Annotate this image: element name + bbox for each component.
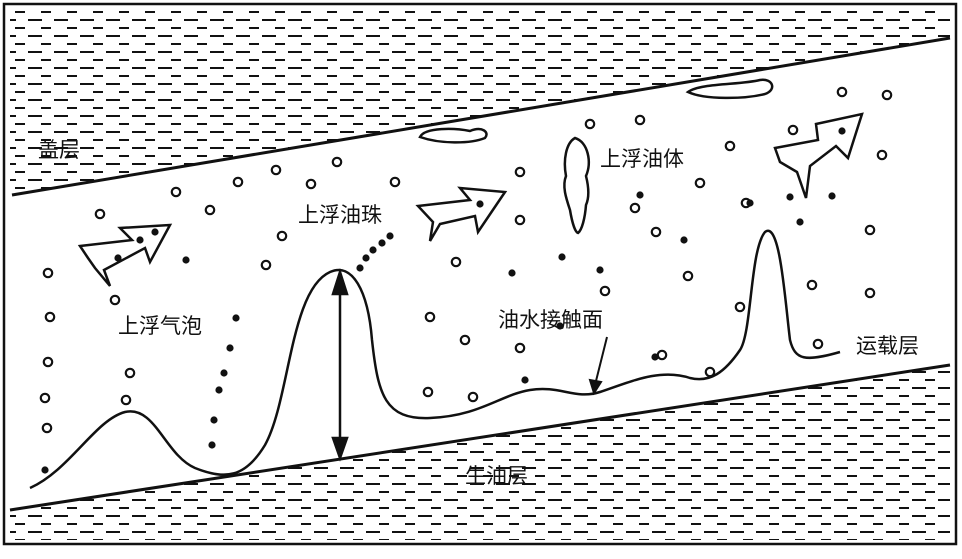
rising-oil-body-shape <box>563 136 590 235</box>
oil-droplet <box>362 254 370 262</box>
label-source-rock: 生油层 <box>465 464 528 488</box>
label-carrier-bed: 运载层 <box>856 334 919 358</box>
oil-droplet <box>41 466 49 474</box>
oil-lens <box>685 78 774 100</box>
gas-bubble <box>42 356 54 368</box>
gas-bubble <box>459 334 471 346</box>
oil-droplet <box>636 191 644 199</box>
gas-bubble <box>634 114 646 126</box>
gas-bubble <box>656 349 668 361</box>
oil-droplet <box>220 369 228 377</box>
gas-bubble <box>270 164 282 176</box>
oil-droplet <box>680 236 688 244</box>
gas-bubble <box>812 338 824 350</box>
gas-bubble <box>109 294 121 306</box>
diagram-frame <box>2 2 958 546</box>
contact-pointer-arrow <box>588 336 608 396</box>
gas-bubble <box>331 156 343 168</box>
gas-bubble <box>39 392 51 404</box>
carrier-bed-layer <box>10 38 950 510</box>
oil-droplet <box>746 199 754 207</box>
gas-bubble <box>864 224 876 236</box>
oil-droplet <box>558 253 566 261</box>
oil-droplet <box>508 269 516 277</box>
oil-droplet <box>651 353 659 361</box>
gas-bubble <box>41 422 53 434</box>
carrier-bed-bottom-boundary <box>9 363 951 512</box>
bubbles-and-droplets <box>39 86 893 474</box>
oil-droplet <box>369 246 377 254</box>
gas-bubble <box>704 366 716 378</box>
gas-bubble <box>94 208 106 220</box>
oil-droplet <box>215 386 223 394</box>
oil-droplet <box>521 376 529 384</box>
gas-bubble <box>170 186 182 198</box>
gas-bubble <box>876 149 888 161</box>
oil-lens <box>418 127 488 144</box>
gas-bubble <box>44 311 56 323</box>
oil-droplet <box>182 256 190 264</box>
label-rising-droplets: 上浮油珠 <box>298 203 382 227</box>
oil-droplet <box>378 239 386 247</box>
gas-bubble <box>514 166 526 178</box>
gas-bubble <box>599 285 611 297</box>
gas-bubble <box>650 226 662 238</box>
oil-droplet <box>210 416 218 424</box>
gas-bubble <box>260 259 272 271</box>
oil-droplet <box>226 344 234 352</box>
oil-droplet <box>151 228 159 236</box>
source-rock-layer <box>10 365 950 540</box>
gas-bubble <box>881 89 893 101</box>
gas-bubble <box>232 176 244 188</box>
oil-water-contact-curve <box>29 229 841 490</box>
label-rising-bubbles: 上浮气泡 <box>118 314 202 338</box>
oil-droplet <box>114 254 122 262</box>
label-cap-rock: 盖层 <box>38 138 80 162</box>
gas-bubble <box>734 301 746 313</box>
gas-bubble <box>42 267 54 279</box>
gas-bubble <box>864 287 876 299</box>
carrier-bed-top-boundary <box>11 36 951 197</box>
gas-bubble <box>120 394 132 406</box>
gas-bubble <box>787 124 799 136</box>
oil-droplet <box>838 127 846 135</box>
oil-droplet <box>386 232 394 240</box>
gas-bubble <box>124 367 136 379</box>
gas-bubble <box>682 270 694 282</box>
migration-arrow <box>77 223 173 287</box>
gas-bubble <box>276 230 288 242</box>
oil-droplet <box>556 322 564 330</box>
oil-droplet <box>828 192 836 200</box>
gas-bubble <box>629 202 641 214</box>
gas-bubble <box>584 118 596 130</box>
oil-droplet <box>208 441 216 449</box>
gas-bubble <box>204 204 216 216</box>
oil-droplet <box>136 236 144 244</box>
label-rising-oil-body: 上浮油体 <box>600 147 684 171</box>
oil-droplet <box>796 218 804 226</box>
migration-arrow <box>773 112 864 199</box>
gas-bubble <box>514 214 526 226</box>
gas-bubble <box>424 311 436 323</box>
gas-bubble <box>806 279 818 291</box>
oil-droplet <box>786 193 794 201</box>
gas-bubble <box>422 386 434 398</box>
gas-bubble <box>467 391 479 403</box>
gas-bubble <box>724 140 736 152</box>
label-oil-water-contact: 油水接触面 <box>498 308 603 332</box>
gas-bubble <box>836 86 848 98</box>
gas-bubble <box>694 177 706 189</box>
gas-bubble <box>389 176 401 188</box>
oil-droplet <box>596 266 604 274</box>
height-arrow <box>331 267 349 462</box>
gas-bubble <box>305 178 317 190</box>
gas-bubble <box>450 256 462 268</box>
oil-droplet <box>476 200 484 208</box>
migration-arrow <box>415 186 508 242</box>
oil-droplet <box>356 264 364 272</box>
cap-rock-layer <box>10 10 950 195</box>
gas-bubble <box>514 342 526 354</box>
oil-droplet <box>232 314 240 322</box>
